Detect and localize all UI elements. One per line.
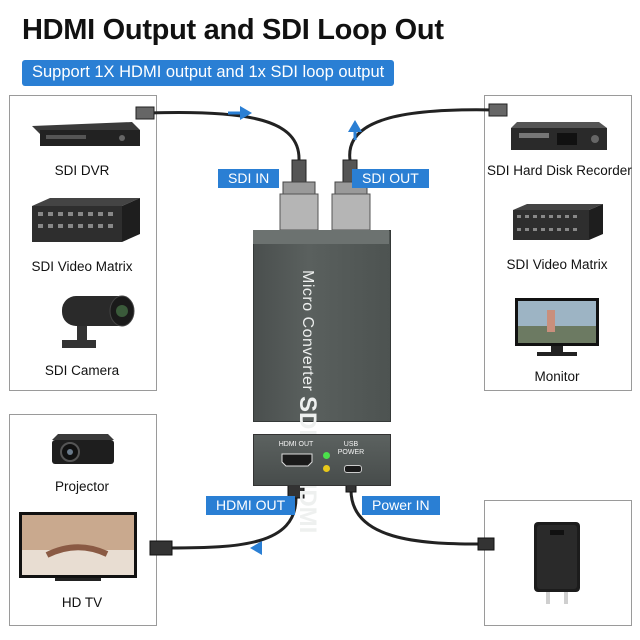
left-device-0: SDI DVR [12, 112, 152, 178]
left-device-1: SDI Video Matrix [12, 192, 152, 274]
camera-icon [62, 295, 135, 348]
sdi-in-tag: SDI IN [218, 169, 280, 188]
yellow-led-icon [323, 465, 330, 472]
converter-top-rim [253, 230, 389, 244]
converter-front-panel [253, 434, 391, 486]
right-device-0: SDI Hard Disk Recorder [487, 118, 632, 178]
output-device-label-0: Projector [54, 479, 110, 494]
dvr-icon [32, 122, 140, 146]
video-matrix-icon [32, 198, 140, 242]
usb-port-label-2: POWER [337, 449, 365, 456]
left-device-label-0: SDI DVR [54, 163, 110, 178]
projector-icon [52, 434, 114, 464]
right-device-label-2: Monitor [534, 369, 580, 384]
converter-label: Micro Converter SDI to HDMI [294, 270, 321, 533]
right-device-1: SDI Video Matrix [487, 200, 627, 272]
recorder-icon [511, 122, 607, 150]
usb-port-label-1: USB [343, 441, 359, 448]
power-in-tag: Power IN [362, 496, 440, 515]
converter-line1: Micro Converter [299, 270, 316, 392]
tv-icon [19, 512, 137, 581]
right-device-2: Monitor [487, 296, 627, 384]
left-device-label-1: SDI Video Matrix [31, 259, 133, 274]
power-adapter-icon [534, 522, 580, 604]
right-device-label-0: SDI Hard Disk Recorder [487, 163, 632, 178]
output-device-0: Projector [12, 428, 152, 494]
video-matrix-icon-right [513, 204, 603, 240]
monitor-icon [515, 298, 599, 356]
sdi-out-tag: SDI OUT [352, 169, 429, 188]
left-device-2: SDI Camera [12, 290, 152, 378]
power-panel [484, 500, 632, 626]
hdmi-port-label: HDMI OUT [278, 441, 314, 448]
output-device-1: HD TV [12, 510, 152, 610]
converter-body [253, 230, 391, 422]
green-led-icon [323, 452, 330, 459]
subtitle-banner: Support 1X HDMI output and 1x SDI loop o… [22, 60, 395, 86]
left-device-label-2: SDI Camera [44, 363, 120, 378]
hdmi-port-icon [281, 453, 313, 467]
output-device-label-1: HD TV [61, 595, 103, 610]
usb-port-icon [344, 465, 362, 473]
right-device-label-1: SDI Video Matrix [506, 257, 608, 272]
hdmi-out-tag: HDMI OUT [206, 496, 296, 515]
page-title: HDMI Output and SDI Loop Out [22, 14, 444, 46]
